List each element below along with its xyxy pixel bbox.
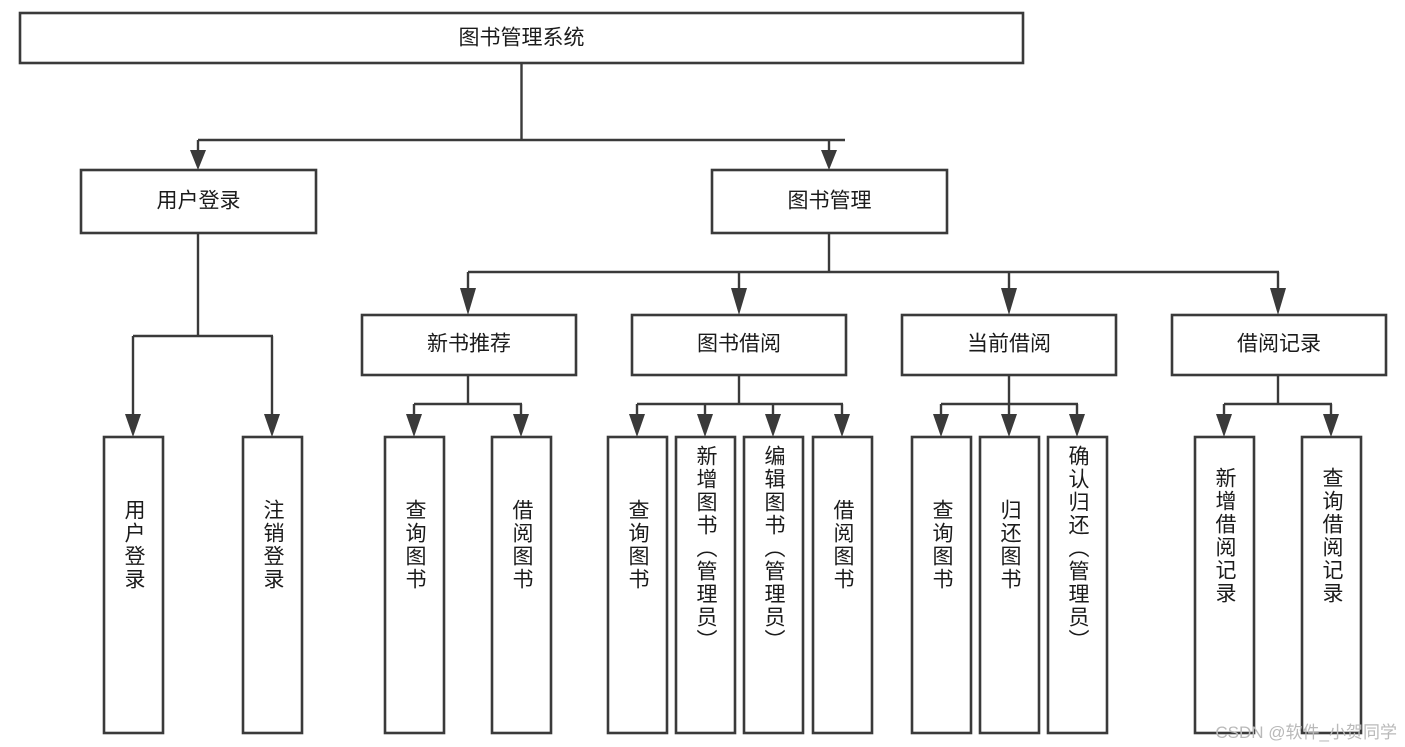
node-book-borrow-label: 图书借阅	[697, 333, 781, 356]
node-book-management-label: 图书管理	[788, 190, 872, 213]
node-current-borrow-label: 当前借阅	[967, 333, 1051, 356]
node-leaf-add-book-box[interactable]	[674, 435, 737, 735]
node-leaf-add-record-box[interactable]	[1193, 435, 1256, 735]
arrow-root-to-user-login	[190, 150, 206, 170]
node-leaf-query-book-2-box[interactable]	[606, 435, 669, 735]
arrow-to-leaf-add-book	[697, 414, 713, 437]
arrow-root-to-book-management	[821, 150, 837, 170]
node-leaf-borrow-book-1-box[interactable]	[490, 435, 553, 735]
node-leaf-return-book-box[interactable]	[978, 435, 1041, 735]
arrow-to-leaf-query-book-3	[933, 414, 949, 437]
node-borrow-record-label: 借阅记录	[1237, 333, 1321, 356]
node-leaf-user-login-box[interactable]	[102, 435, 165, 735]
csdn-watermark: CSDN @软件_小贺同学	[1215, 723, 1397, 742]
node-layer: 图书管理系统 用户登录 图书管理 新书推荐 图书借阅 当前借阅 借阅记录	[18, 11, 1388, 735]
node-leaf-query-book-1-box[interactable]	[383, 435, 446, 735]
arrow-to-leaf-user-login	[125, 414, 141, 437]
arrow-to-leaf-borrow-book-2	[834, 414, 850, 437]
arrow-to-leaf-logout-login	[264, 414, 280, 437]
arrow-to-leaf-confirm-return	[1069, 414, 1085, 437]
node-title-label: 图书管理系统	[459, 27, 585, 50]
node-leaf-edit-book-box[interactable]	[742, 435, 805, 735]
node-leaf-confirm-return-box[interactable]	[1046, 435, 1109, 735]
node-book-borrow-box[interactable]	[630, 313, 848, 377]
arrow-to-new-book-recommend	[460, 288, 476, 315]
arrow-to-leaf-query-book-2	[629, 414, 645, 437]
arrow-to-leaf-return-book	[1001, 414, 1017, 437]
arrow-to-book-borrow	[731, 288, 747, 315]
node-leaf-query-record-box[interactable]	[1300, 435, 1363, 735]
node-leaf-logout-login-box[interactable]	[241, 435, 304, 735]
node-leaf-query-book-3-box[interactable]	[910, 435, 973, 735]
arrow-to-leaf-edit-book	[765, 414, 781, 437]
connector-layer	[125, 63, 1339, 437]
arrow-to-current-borrow	[1001, 288, 1017, 315]
node-new-book-recommend-label: 新书推荐	[427, 333, 511, 356]
arrow-to-leaf-query-record	[1323, 414, 1339, 437]
node-new-book-recommend-box[interactable]	[360, 313, 578, 377]
node-book-management-box[interactable]	[710, 168, 949, 235]
arrow-to-borrow-record	[1270, 288, 1286, 315]
arrow-to-leaf-add-record	[1216, 414, 1232, 437]
node-title-box[interactable]	[18, 11, 1025, 65]
node-current-borrow-box[interactable]	[900, 313, 1118, 377]
node-user-login-label: 用户登录	[157, 190, 241, 213]
node-user-login-box[interactable]	[79, 168, 318, 235]
arrow-to-leaf-query-book-1	[406, 414, 422, 437]
arrow-to-leaf-borrow-book-1	[513, 414, 529, 437]
node-borrow-record-box[interactable]	[1170, 313, 1388, 377]
node-leaf-borrow-book-2-box[interactable]	[811, 435, 874, 735]
